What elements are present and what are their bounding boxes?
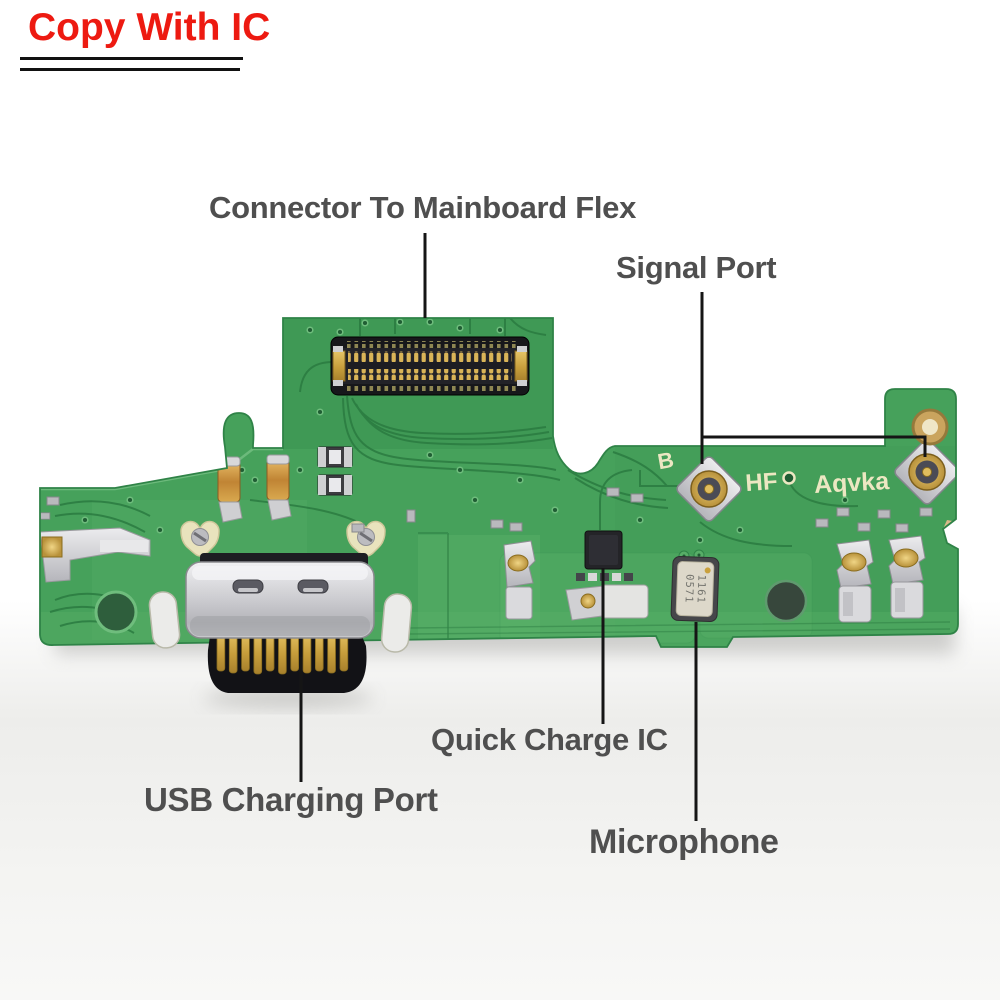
label-connector-to-mainboard-flex: Connector To Mainboard Flex bbox=[209, 190, 637, 225]
silkscreen-brand: Aqvka bbox=[813, 467, 890, 499]
resistor bbox=[317, 446, 353, 468]
spring-clip-horizontal bbox=[565, 584, 649, 621]
via-pad bbox=[782, 471, 796, 485]
flex-connector bbox=[330, 336, 530, 396]
mounting-hole-left bbox=[94, 590, 138, 634]
spring-contact-left-2 bbox=[266, 454, 292, 521]
usb-pins bbox=[216, 629, 349, 675]
spring-contact-right-2 bbox=[888, 535, 926, 619]
microphone-component: 1161 0571 bbox=[670, 555, 720, 623]
watermark-text: Copy With IC bbox=[28, 6, 271, 49]
solder-tab-left bbox=[148, 591, 181, 649]
silkscreen-b: B bbox=[656, 447, 676, 474]
label-usb-charging-port: USB Charging Port bbox=[144, 781, 438, 818]
watermark-underline-1 bbox=[20, 57, 243, 60]
label-signal-port: Signal Port bbox=[616, 250, 777, 285]
spring-contact-left-1 bbox=[217, 456, 243, 523]
vias bbox=[81, 318, 849, 544]
solder-tab-right bbox=[380, 593, 413, 653]
mounting-hole-right bbox=[764, 579, 808, 623]
silkscreen-hf: HF bbox=[745, 468, 779, 497]
mic-marking-line1: 1161 bbox=[694, 574, 707, 604]
mic-marking-line2: 0571 bbox=[682, 574, 695, 604]
board-outline bbox=[39, 317, 959, 648]
quick-charge-ic-chip bbox=[584, 530, 623, 570]
resistor bbox=[317, 474, 353, 496]
usb-connector bbox=[148, 553, 413, 693]
leader-lines bbox=[299, 233, 927, 821]
silkscreen-markings: B HF Aqvka bbox=[656, 447, 891, 499]
spring-contact-right-1 bbox=[836, 539, 874, 623]
label-quick-charge-ic: Quick Charge IC bbox=[431, 722, 668, 757]
metal-bracket bbox=[40, 527, 151, 583]
watermark-underline-2 bbox=[20, 68, 240, 71]
leader-line-signal-horizontal bbox=[702, 435, 927, 457]
usb-shadow bbox=[203, 689, 373, 707]
spring-clip-mid bbox=[503, 540, 536, 620]
label-microphone: Microphone bbox=[589, 823, 779, 861]
